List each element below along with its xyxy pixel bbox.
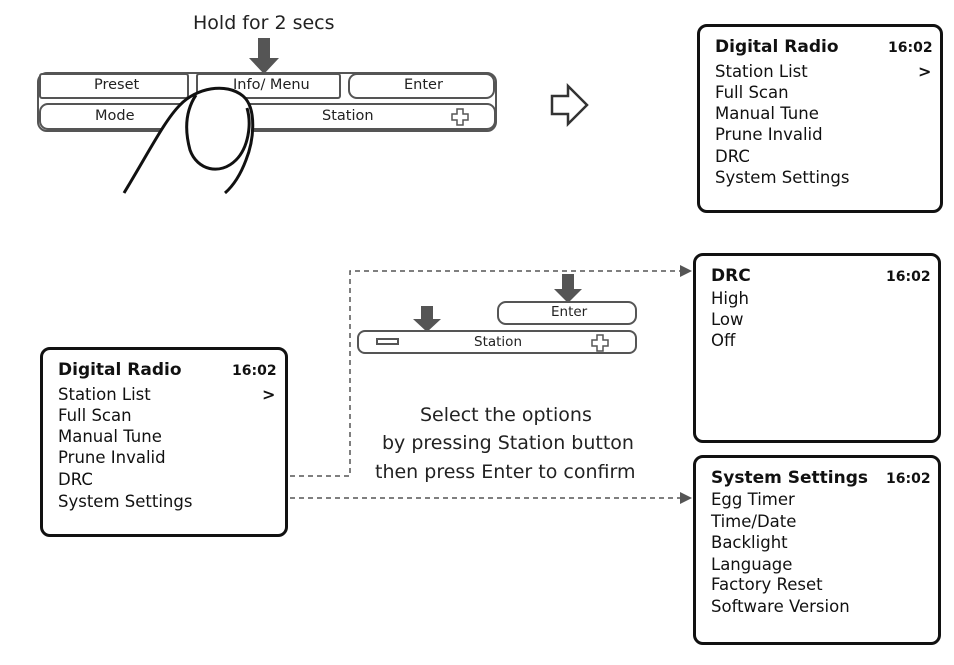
screen-time: 16:02 (232, 363, 277, 379)
menu-item-manual-tune[interactable]: Manual Tune (715, 104, 819, 123)
screen-digital-radio-top: Digital Radio 16:02 > Station List Full … (697, 24, 943, 213)
finger-icon (122, 86, 255, 195)
screen-title: System Settings (711, 468, 868, 488)
screen-time: 16:02 (888, 40, 933, 56)
screen-title: Digital Radio (715, 37, 839, 57)
screen-digital-radio-left: Digital Radio 16:02 > Station List Full … (40, 347, 288, 537)
down-arrow-icon (249, 38, 279, 74)
station-button-label[interactable]: Station (322, 108, 374, 124)
settings-item-egg-timer[interactable]: Egg Timer (711, 490, 795, 509)
screen-title: Digital Radio (58, 360, 182, 380)
screen-drc: DRC 16:02 High Low Off (693, 253, 941, 443)
enter-button-top[interactable] (348, 73, 495, 99)
info-menu-button-label[interactable]: Info/ Menu (233, 77, 310, 93)
right-arrow-icon (550, 82, 589, 128)
menu-item-prune-invalid[interactable]: Prune Invalid (715, 125, 823, 144)
caption-line-1: Select the options (420, 404, 592, 426)
settings-item-time-date[interactable]: Time/Date (711, 512, 797, 531)
mode-button-label[interactable]: Mode (95, 108, 135, 124)
drc-option-low[interactable]: Low (711, 310, 744, 329)
minus-icon[interactable] (376, 338, 399, 345)
settings-item-software-version[interactable]: Software Version (711, 597, 850, 616)
enter-button-label[interactable]: Enter (404, 77, 443, 93)
arrowhead-system (680, 492, 692, 504)
menu-item-drc[interactable]: DRC (58, 470, 93, 489)
menu-item-station-list[interactable]: Station List (715, 62, 808, 81)
mode-station-bar (39, 103, 496, 130)
mid-control-panel (357, 301, 637, 354)
station-button-mid-label[interactable]: Station (474, 334, 522, 350)
settings-item-backlight[interactable]: Backlight (711, 533, 788, 552)
down-arrow-icon-minus (413, 306, 441, 332)
drc-option-high[interactable]: High (711, 289, 749, 308)
menu-item-system-settings[interactable]: System Settings (58, 492, 193, 511)
menu-item-full-scan[interactable]: Full Scan (715, 83, 789, 102)
menu-item-station-list[interactable]: Station List (58, 385, 151, 404)
menu-item-manual-tune[interactable]: Manual Tune (58, 427, 162, 446)
settings-item-language[interactable]: Language (711, 555, 793, 574)
screen-time: 16:02 (886, 471, 931, 487)
screen-system-settings: System Settings 16:02 Egg Timer Time/Dat… (693, 455, 941, 645)
hold-instruction: Hold for 2 secs (193, 12, 335, 34)
settings-item-factory-reset[interactable]: Factory Reset (711, 575, 823, 594)
menu-item-system-settings[interactable]: System Settings (715, 168, 850, 187)
screen-time: 16:02 (886, 269, 931, 285)
drc-option-off[interactable]: Off (711, 331, 736, 350)
chevron-right-icon: > (918, 62, 932, 81)
arrowhead-drc (680, 265, 692, 277)
dashed-connectors (281, 270, 680, 499)
connector-drc (281, 270, 680, 477)
enter-button-mid-label[interactable]: Enter (551, 304, 588, 320)
down-arrow-icon-enter (554, 274, 582, 303)
caption-line-3: then press Enter to confirm (375, 461, 636, 483)
menu-item-prune-invalid[interactable]: Prune Invalid (58, 448, 166, 467)
menu-item-full-scan[interactable]: Full Scan (58, 406, 132, 425)
preset-button-label[interactable]: Preset (94, 77, 140, 93)
plus-icon-mid[interactable] (591, 334, 609, 352)
chevron-right-icon: > (262, 385, 276, 404)
plus-icon[interactable] (451, 108, 469, 126)
menu-item-drc[interactable]: DRC (715, 147, 750, 166)
station-bar-mid (357, 330, 637, 354)
screen-title: DRC (711, 266, 751, 286)
preset-button[interactable] (39, 73, 189, 99)
caption-line-2: by pressing Station button (382, 432, 634, 454)
